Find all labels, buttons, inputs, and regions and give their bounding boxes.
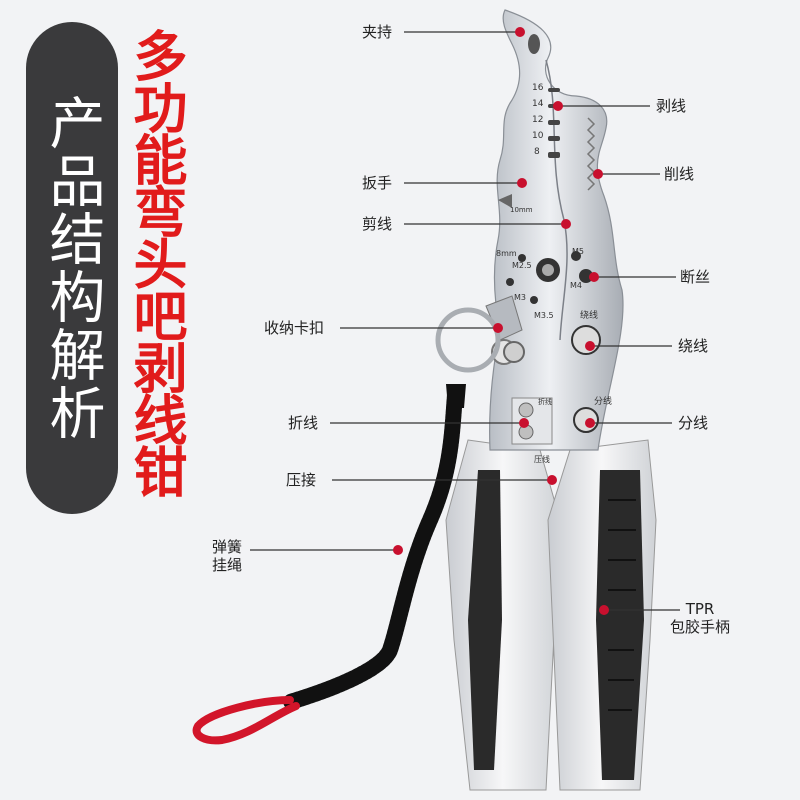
shaving-teeth — [586, 117, 596, 191]
label-shave: 削线 — [664, 165, 695, 183]
left-handle-white — [445, 439, 561, 791]
section-badge: 产品结构解析 — [26, 22, 118, 514]
lanyard-clip — [446, 384, 466, 408]
label-break-wire: 断丝 — [680, 268, 711, 286]
m35-text: M3.5 — [534, 311, 554, 320]
screw-holes — [506, 251, 593, 304]
label-strip: 剥线 — [656, 97, 687, 115]
m4-text: M4 — [570, 281, 582, 290]
label-storage-buckle: 收纳卡扣 — [264, 319, 325, 337]
wrench-notch — [498, 194, 512, 208]
m25-text: M2.5 — [512, 261, 532, 270]
label-clamp: 夹持 — [362, 23, 393, 41]
wrench-size-text: 10mm — [510, 206, 533, 214]
fold-engraving: 折线 — [538, 397, 552, 406]
label-tpr-handle: TPR 包胶手柄 — [670, 600, 731, 636]
product-title: 多功能弯头吧剥线钳 — [124, 28, 187, 496]
leader-lines — [250, 31, 680, 611]
left-handle-grip — [468, 470, 502, 770]
pliers-head — [489, 9, 624, 451]
gauge-8: 8 — [534, 147, 540, 157]
split-engraving: 分线 — [594, 395, 612, 407]
label-cut: 剪线 — [362, 215, 393, 233]
gauge-16: 16 — [532, 83, 544, 93]
gauge-12: 12 — [532, 115, 543, 125]
label-fold: 折线 — [288, 414, 319, 432]
spring-lanyard — [282, 387, 463, 710]
label-wind: 绕线 — [678, 337, 709, 355]
key-ring — [435, 307, 501, 373]
section-title: 产品结构解析 — [40, 94, 105, 442]
label-crimp: 压接 — [286, 471, 317, 489]
label-spring-rope: 弹簧 挂绳 — [212, 538, 243, 574]
right-grip-ridges — [608, 499, 636, 711]
wind-hole — [571, 325, 601, 355]
wind-engraving: 绕线 — [580, 309, 598, 321]
label-split: 分线 — [678, 414, 709, 432]
m3-text: M3 — [514, 293, 526, 302]
carabiner — [192, 696, 300, 745]
label-wrench: 扳手 — [362, 174, 393, 192]
gauge-14: 14 — [532, 99, 544, 109]
marker-dots — [393, 27, 609, 615]
crimp-engraving: 压线 — [534, 454, 550, 464]
gauge-10: 10 — [532, 131, 544, 141]
clamp-hole — [528, 34, 540, 54]
m5-text: M5 — [572, 247, 584, 256]
hole-8mm-text: 8mm — [496, 249, 517, 258]
right-handle-grip — [596, 470, 644, 780]
